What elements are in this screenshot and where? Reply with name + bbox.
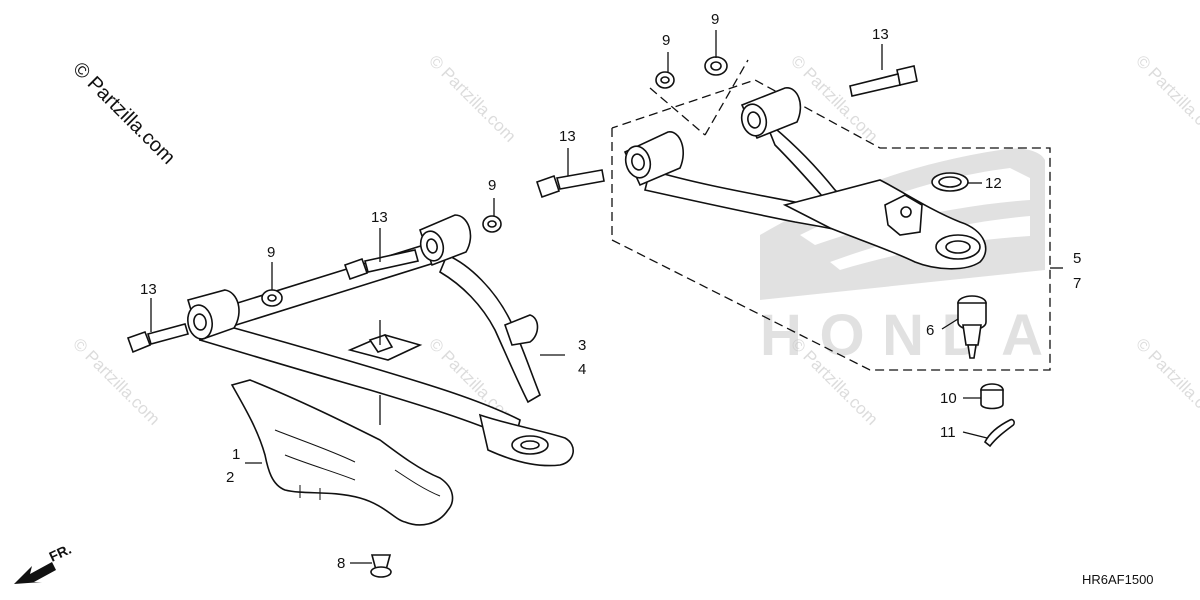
nut-9-group xyxy=(261,56,728,307)
bolt-8 xyxy=(370,554,392,578)
honda-logo: HONDA xyxy=(760,148,1045,368)
callout-6[interactable]: 6 xyxy=(926,322,934,339)
bolt-13-group xyxy=(126,65,918,354)
watermark-3: © Partzilla.com xyxy=(1132,51,1200,145)
nut-icon xyxy=(482,215,502,233)
cotter-pin-11 xyxy=(983,418,1015,448)
leader-lines xyxy=(150,30,1063,564)
callout-13-d[interactable]: 13 xyxy=(872,26,889,43)
nut-icon xyxy=(655,71,675,89)
arm-3-4-rear-bushing xyxy=(419,214,472,267)
callout-5[interactable]: 5 xyxy=(1073,250,1081,267)
callout-13-c[interactable]: 13 xyxy=(559,128,576,145)
callout-7[interactable]: 7 xyxy=(1073,275,1081,292)
arm-3-4-knuckle-end xyxy=(478,413,574,467)
callouts: 1 2 3 4 5 6 7 8 9 9 9 9 10 11 12 13 13 1… xyxy=(140,11,1081,572)
direction-label: FR. xyxy=(47,541,74,565)
diagram-code: HR6AF1500 xyxy=(1082,572,1154,587)
callout-9-c[interactable]: 9 xyxy=(488,177,496,194)
skid-plate xyxy=(230,379,454,526)
callout-13-b[interactable]: 13 xyxy=(371,209,388,226)
watermark-2: © Partzilla.com xyxy=(787,51,881,145)
upper-arm-ball-joint-mount xyxy=(782,179,987,270)
callout-1[interactable]: 1 xyxy=(232,446,240,463)
callout-2[interactable]: 2 xyxy=(226,469,234,486)
callout-11[interactable]: 11 xyxy=(940,424,956,441)
watermark-7: © Partzilla.com xyxy=(1132,334,1200,428)
lower-arm-assembly-3-4 xyxy=(186,214,574,467)
callout-9-a[interactable]: 9 xyxy=(662,32,670,49)
bolt-icon xyxy=(126,323,190,354)
assembly-boundary xyxy=(611,59,1051,371)
bolt-icon xyxy=(343,249,419,281)
watermark-4: © Partzilla.com xyxy=(69,334,163,428)
arm-3-4-front-bushing xyxy=(186,289,240,342)
front-direction-indicator: FR. xyxy=(14,541,74,584)
castle-nut-10 xyxy=(980,383,1004,410)
nut-icon xyxy=(704,56,728,76)
callout-8[interactable]: 8 xyxy=(337,555,345,572)
nut-icon xyxy=(261,289,283,307)
callout-9-d[interactable]: 9 xyxy=(267,244,275,261)
callout-3[interactable]: 3 xyxy=(578,337,586,354)
callout-10[interactable]: 10 xyxy=(940,390,957,407)
clip-ring-12 xyxy=(931,172,969,192)
bolt-icon xyxy=(849,65,918,97)
upper-arm-front-bushing xyxy=(740,87,802,140)
watermark-1: © Partzilla.com xyxy=(425,51,519,145)
bolt-icon xyxy=(535,169,605,199)
upper-arm-rear-bushing xyxy=(623,131,684,187)
arrow-icon xyxy=(14,562,56,584)
ball-joint-6 xyxy=(957,295,987,359)
callout-4[interactable]: 4 xyxy=(578,361,586,378)
callout-9-b[interactable]: 9 xyxy=(711,11,719,28)
watermark-main: © Partzilla.com xyxy=(68,58,179,169)
callout-12[interactable]: 12 xyxy=(985,175,1002,192)
upper-arm-assembly xyxy=(623,87,987,270)
callout-13-a[interactable]: 13 xyxy=(140,281,157,298)
